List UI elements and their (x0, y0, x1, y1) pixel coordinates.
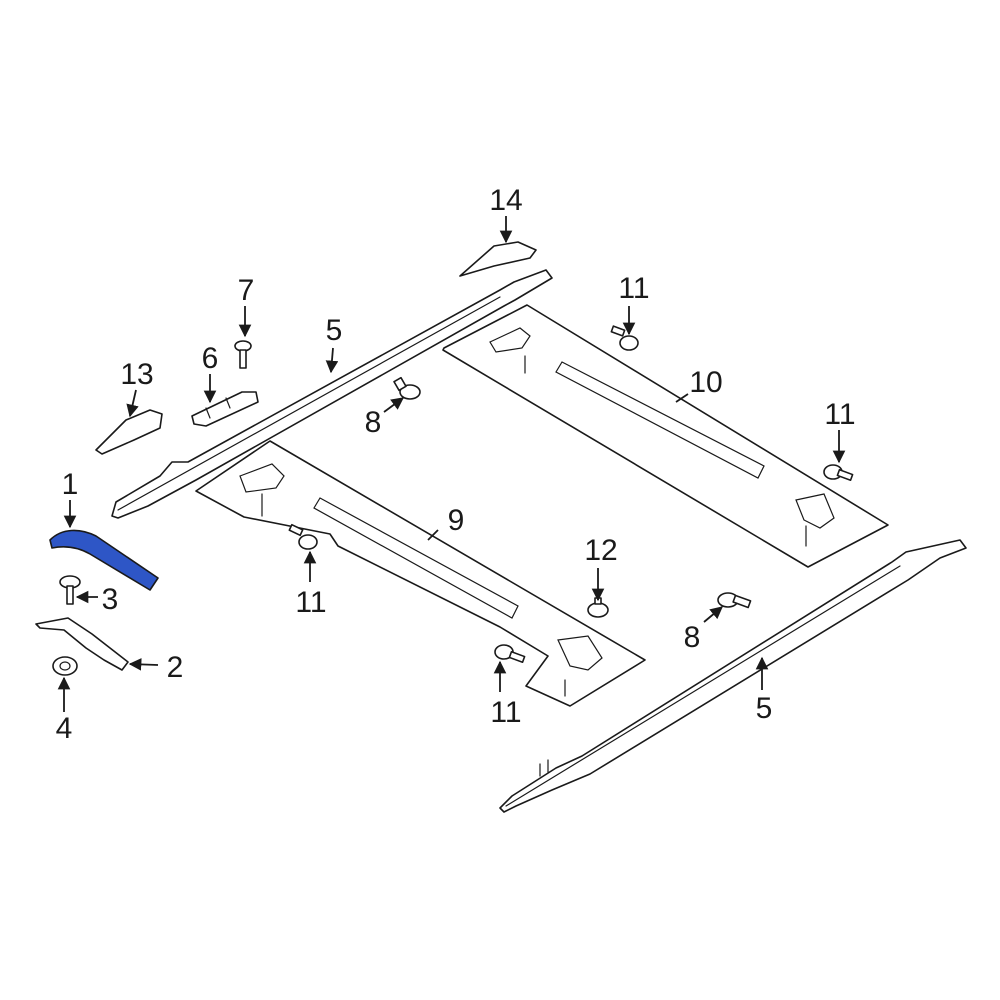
callout-14: 14 (489, 184, 522, 217)
callout-5-upper: 5 (326, 314, 343, 347)
callout-6: 6 (202, 342, 219, 375)
callout-3: 3 (102, 583, 119, 616)
callout-13: 13 (120, 358, 153, 391)
bolt-3[interactable] (59, 575, 81, 605)
callout-1: 1 (62, 468, 79, 501)
callout-11-rear-right: 11 (824, 398, 855, 431)
bolt-8-upper[interactable] (393, 376, 421, 400)
callout-labels: 1 2 3 4 5 5 6 7 8 8 9 10 11 11 11 11 12 … (56, 184, 856, 745)
callout-2: 2 (167, 651, 184, 684)
roof-bracket-rear[interactable] (442, 304, 889, 568)
nut-12[interactable] (587, 597, 609, 618)
callout-5-lower: 5 (756, 692, 773, 725)
rail-end-cap-rear[interactable] (459, 241, 537, 277)
callout-10: 10 (689, 366, 722, 399)
bolt-11-rear-top[interactable] (610, 325, 639, 351)
nut-4[interactable] (52, 656, 78, 676)
roof-molding-highlighted[interactable] (49, 529, 159, 591)
screw-7[interactable] (234, 340, 252, 369)
roof-rail-lower[interactable] (499, 539, 967, 813)
callout-12: 12 (584, 534, 617, 567)
roof-bracket-front[interactable] (195, 440, 646, 707)
bolt-11-front-left[interactable] (288, 523, 318, 550)
callout-11-rear-top: 11 (618, 272, 649, 305)
bolt-11-front-right[interactable] (494, 644, 526, 664)
callout-4: 4 (56, 712, 73, 745)
rail-end-cap-front[interactable] (95, 409, 163, 455)
leader-lines (57, 216, 846, 712)
rail-clip[interactable] (191, 391, 259, 427)
bolt-8-lower[interactable] (717, 592, 752, 609)
roof-rail-upper[interactable] (111, 269, 553, 519)
callout-11-front-left: 11 (295, 586, 326, 619)
callout-8-lower: 8 (684, 621, 701, 654)
callout-9: 9 (448, 504, 465, 537)
callout-11-front-right: 11 (490, 696, 521, 729)
molding-bracket[interactable] (35, 617, 129, 671)
bolt-11-rear-right[interactable] (823, 464, 854, 482)
callout-8-upper: 8 (365, 406, 382, 439)
callout-7: 7 (238, 274, 255, 307)
